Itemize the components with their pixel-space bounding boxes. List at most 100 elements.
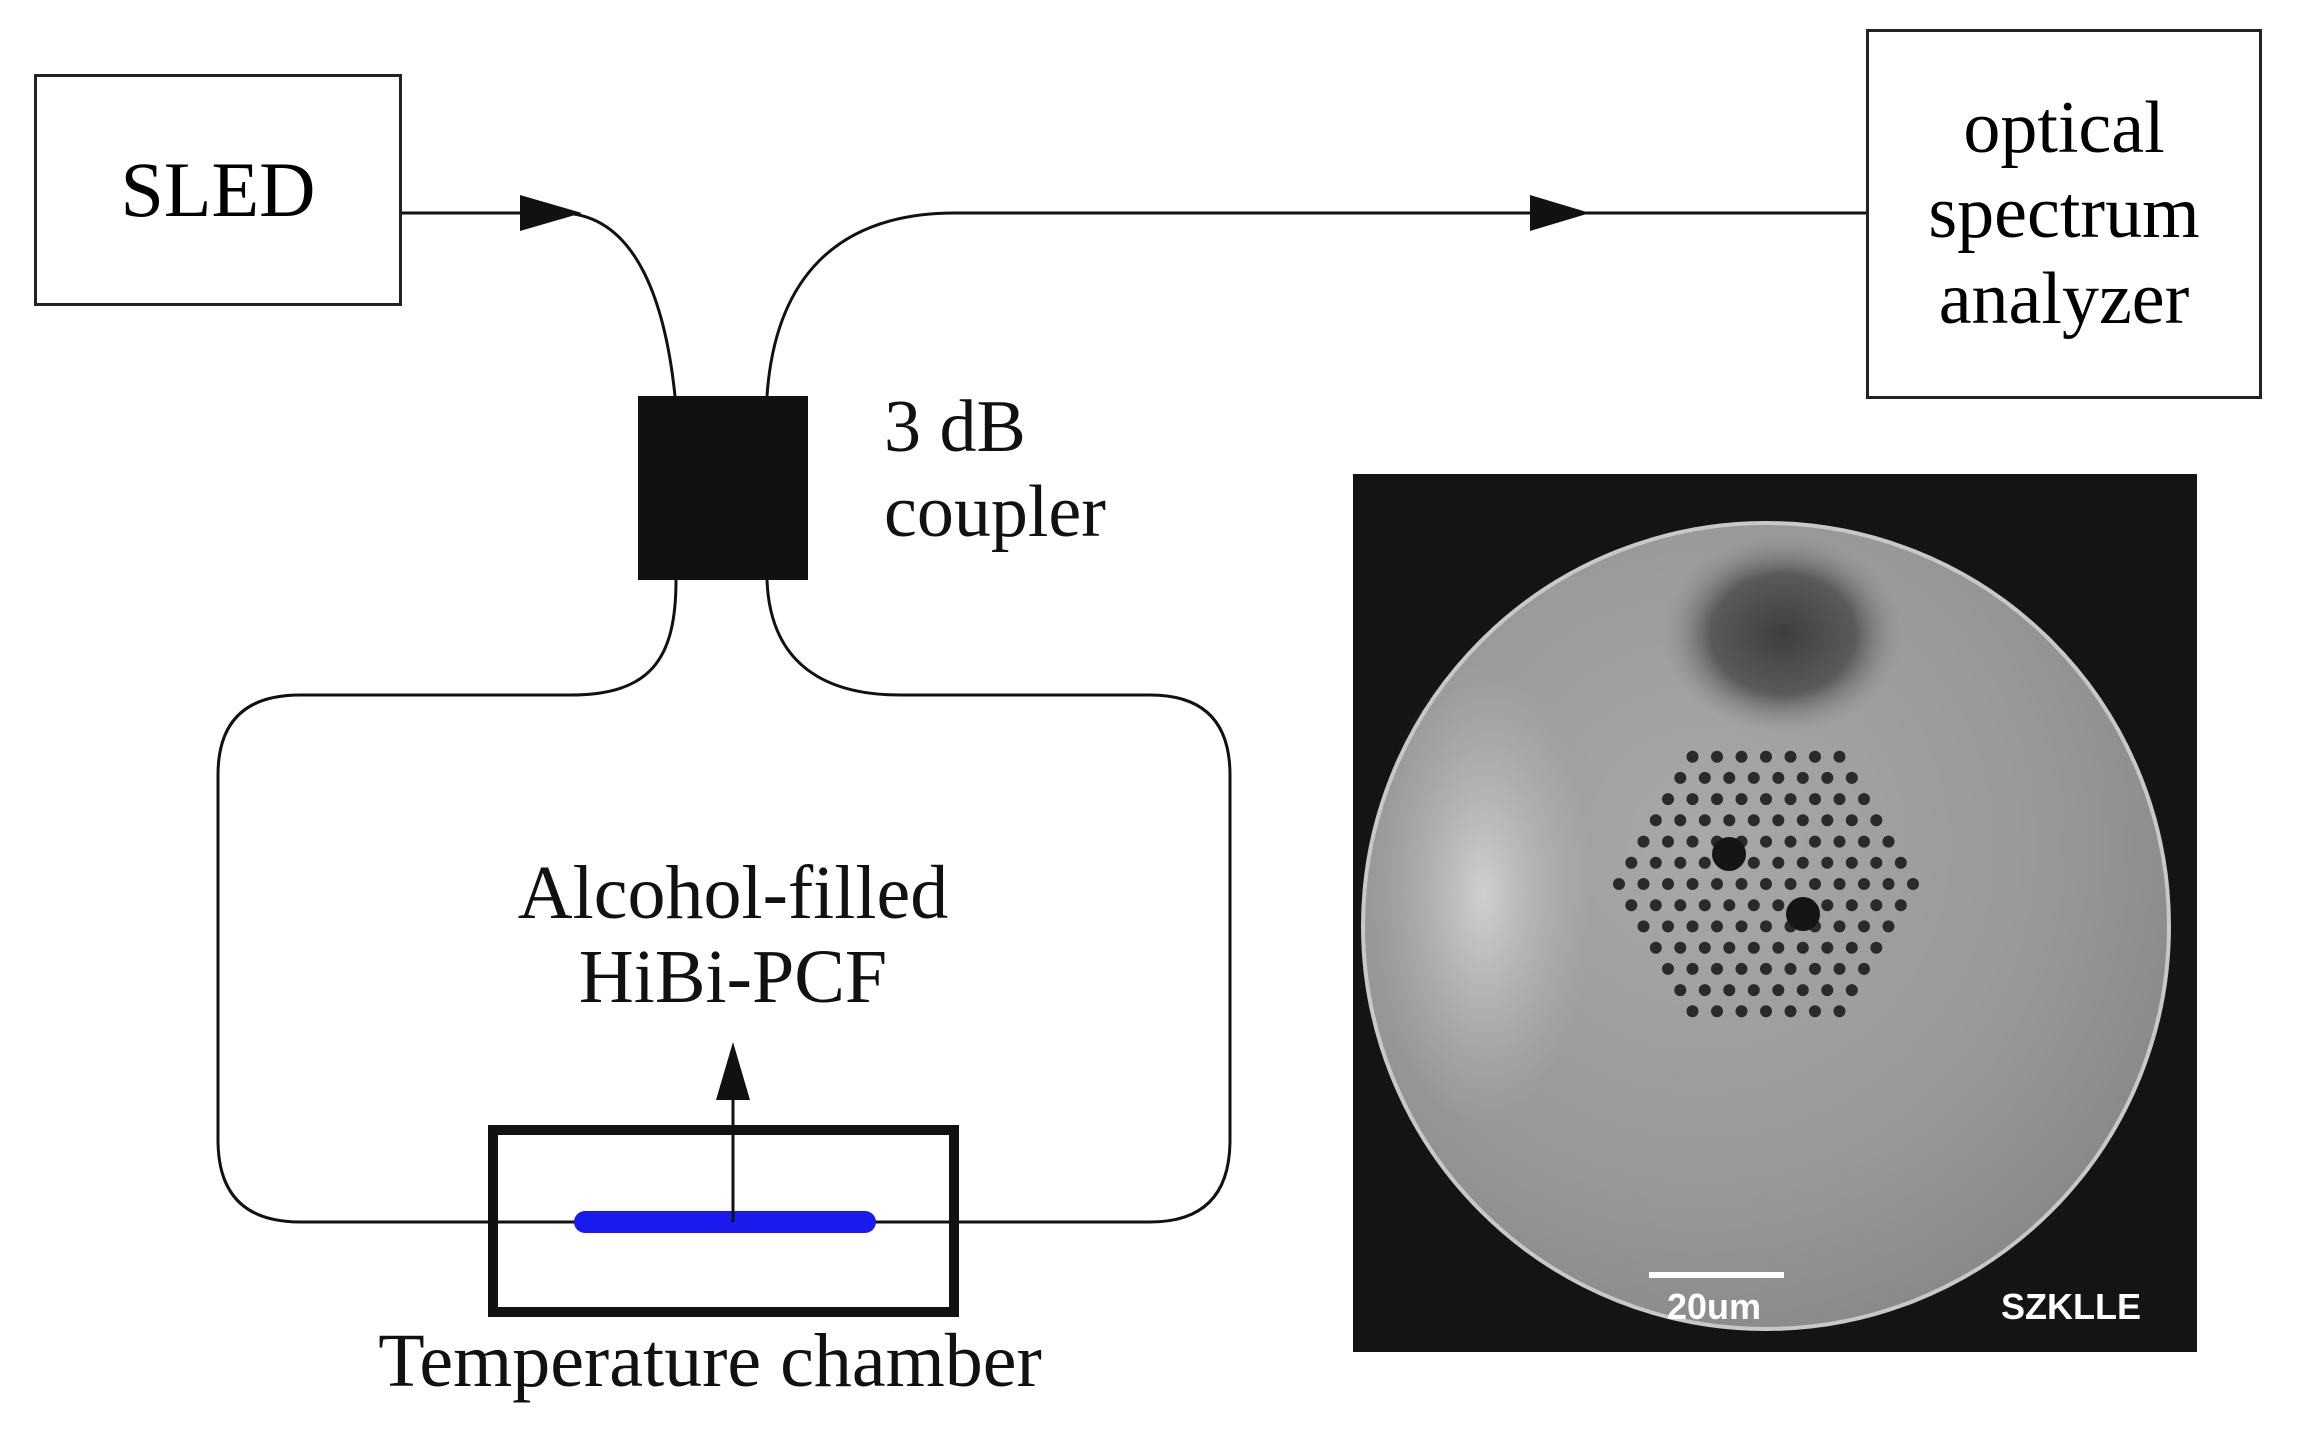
air-hole [1649,856,1662,869]
fiber-pointer-arrowhead [716,1042,750,1100]
air-hole [1698,984,1711,997]
air-hole [1747,899,1760,912]
air-hole [1674,771,1687,784]
scale-bar-label: 20um [1667,1286,1762,1327]
air-hole [1821,856,1834,869]
air-hole [1760,920,1772,933]
air-hole [1821,984,1834,997]
air-hole [1858,878,1870,890]
air-hole [1674,899,1687,912]
analyzer-node: optical spectrum analyzer [1866,29,2262,399]
air-hole [1686,750,1699,763]
air-hole [1637,920,1650,933]
air-hole [1809,750,1821,763]
air-hole [1711,1005,1723,1018]
watermark: SZKLLE [2001,1286,2141,1327]
sled-node: SLED [34,74,402,306]
air-hole [1686,920,1699,933]
air-hole [1625,856,1638,869]
air-hole [1735,878,1748,890]
dark-shading [1663,534,1903,734]
air-hole [1772,984,1785,997]
air-hole [1613,878,1625,890]
air-hole [1747,941,1760,954]
air-hole [1784,1005,1797,1018]
air-hole [1845,941,1858,954]
air-hole [1870,941,1883,954]
air-hole [1784,962,1797,975]
air-hole [1686,878,1699,890]
air-hole [1686,962,1699,975]
air-hole [1772,814,1785,827]
air-hole [1882,835,1895,848]
air-hole [1882,920,1895,933]
air-hole [1821,941,1834,954]
air-hole [1674,814,1687,827]
air-hole [1845,771,1858,784]
air-hole [1796,814,1809,827]
air-hole [1882,878,1895,890]
air-hole [1735,750,1748,763]
air-hole [1649,814,1662,827]
air-hole [1845,984,1858,997]
air-hole [1760,835,1772,848]
air-hole [1809,962,1821,975]
air-hole [1760,962,1772,975]
air-hole [1858,920,1870,933]
air-hole [1686,835,1699,848]
pcf-cross-section-micrograph: 20um SZKLLE [1353,474,2197,1352]
air-hole [1845,814,1858,827]
air-hole [1723,814,1736,827]
air-hole [1760,793,1772,806]
air-hole [1637,878,1650,890]
air-hole [1858,962,1870,975]
coupler-label-line2: coupler [884,471,1106,554]
air-hole [1784,878,1797,890]
air-hole [1711,878,1723,890]
air-hole [1698,899,1711,912]
air-hole [1833,920,1846,933]
air-hole [1662,920,1674,933]
air-hole [1662,878,1674,890]
air-hole [1772,899,1785,912]
air-hole [1735,793,1748,806]
air-hole [1796,984,1809,997]
analyzer-label-line3: analyzer [1938,257,2190,340]
air-hole [1821,771,1834,784]
air-hole [1698,814,1711,827]
air-hole [1735,920,1748,933]
air-hole [1698,771,1711,784]
air-hole [1796,856,1809,869]
sled-label: SLED [120,146,316,233]
air-hole [1833,962,1846,975]
air-hole [1760,1005,1772,1018]
air-hole [1662,793,1674,806]
air-hole [1674,984,1687,997]
arrowhead-coupler-to-analyzer [1530,195,1590,231]
air-hole [1711,962,1723,975]
air-hole [1711,920,1723,933]
air-hole-lattice [1613,750,1919,1018]
air-hole [1649,941,1662,954]
air-hole [1833,793,1846,806]
air-hole [1747,814,1760,827]
light-shading [1373,664,1593,1124]
air-hole [1772,856,1785,869]
air-hole [1698,856,1711,869]
analyzer-label-line1: optical [1963,87,2165,170]
air-hole [1662,835,1674,848]
air-hole [1735,962,1748,975]
air-hole [1760,878,1772,890]
air-hole [1784,750,1797,763]
air-hole [1870,899,1883,912]
air-hole [1809,793,1821,806]
air-hole [1809,835,1821,848]
air-hole [1809,1005,1821,1018]
air-hole [1772,941,1785,954]
temperature-chamber-box [488,1125,959,1317]
air-hole [1747,856,1760,869]
air-hole [1784,835,1797,848]
air-hole [1796,941,1809,954]
air-hole [1723,941,1736,954]
